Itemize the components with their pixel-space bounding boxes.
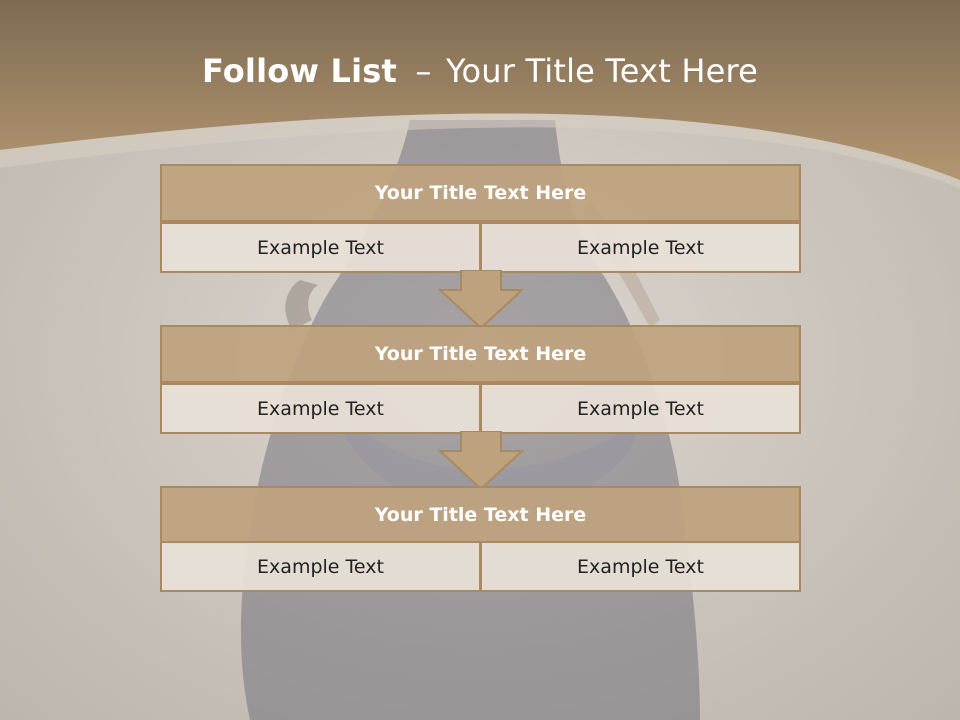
title-separator: – — [415, 52, 432, 90]
block-right-cell[interactable]: Example Text — [480, 383, 801, 434]
block-right-cell[interactable]: Example Text — [480, 222, 801, 273]
page-title: Follow List – Your Title Text Here — [0, 52, 960, 90]
block-left-cell[interactable]: Example Text — [160, 541, 481, 592]
block-heading[interactable]: Your Title Text Here — [160, 164, 801, 222]
block-left-cell[interactable]: Example Text — [160, 222, 481, 273]
down-arrow-icon — [438, 431, 524, 491]
title-bold-part: Follow List — [201, 52, 398, 90]
block-heading[interactable]: Your Title Text Here — [160, 486, 801, 544]
down-arrow-icon — [438, 270, 524, 330]
block-heading[interactable]: Your Title Text Here — [160, 325, 801, 383]
title-rest: Your Title Text Here — [446, 52, 759, 90]
block-right-cell[interactable]: Example Text — [480, 541, 801, 592]
block-left-cell[interactable]: Example Text — [160, 383, 481, 434]
header-band — [0, 0, 960, 188]
